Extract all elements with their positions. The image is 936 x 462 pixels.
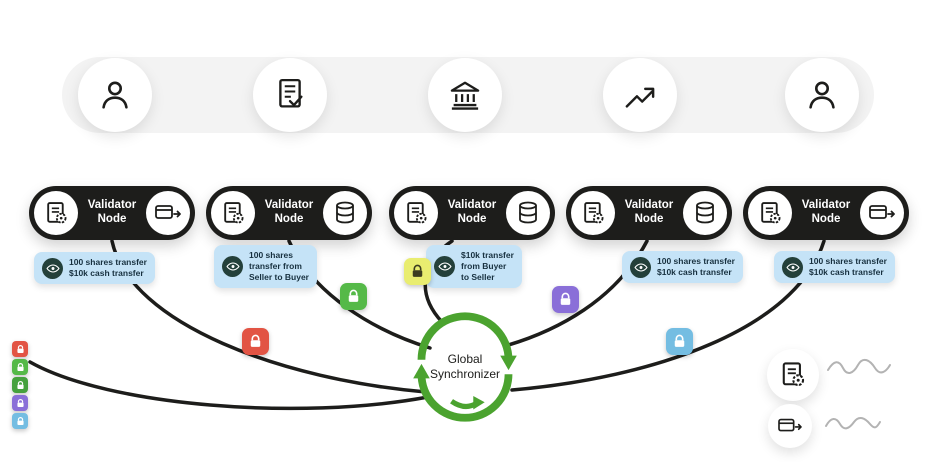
contract-icon	[279, 78, 303, 108]
tooltip-text: 100 shares transfer $10k cash transfer	[69, 257, 147, 279]
tooltip-text: 100 shares transfer $10k cash transfer	[809, 256, 887, 278]
participant-circle	[253, 58, 327, 132]
tooltip-text: 100 shares transfer $10k cash transfer	[657, 256, 735, 278]
ledger-doc-gear-icon	[571, 191, 615, 235]
encryption-lock-red-icon	[242, 328, 269, 355]
legend-wallet-circle	[768, 404, 812, 448]
ledger-doc-gear-icon	[782, 362, 805, 387]
payment-card-icon	[860, 191, 904, 235]
privacy-eye-icon	[630, 256, 651, 278]
database-icon	[323, 191, 367, 235]
tooltip-text: 100 shares transfer from Seller to Buyer	[249, 250, 309, 283]
validator-node-1: Validator Node	[29, 186, 195, 240]
legend-lock-green2-icon	[12, 377, 28, 393]
person-icon	[809, 81, 835, 109]
sync-arrows-icon	[413, 312, 517, 422]
encryption-lock-yellow-icon	[404, 258, 431, 285]
tooltip-text: $10k transfer from Buyer to Seller	[461, 250, 514, 283]
validator-node-3: Validator Node	[389, 186, 555, 240]
encryption-lock-blue-icon	[666, 328, 693, 355]
validator-node-label: Validator Node	[801, 199, 851, 225]
validator-node-label: Validator Node	[624, 199, 674, 225]
validator-node-5: Validator Node	[743, 186, 909, 240]
validator-node-4: Validator Node	[566, 186, 732, 240]
privacy-eye-icon	[434, 256, 455, 278]
encryption-lock-purple-icon	[552, 286, 579, 313]
validator-node-label: Validator Node	[87, 199, 137, 225]
privacy-tooltip-2: 100 shares transfer from Seller to Buyer	[214, 245, 317, 289]
privacy-eye-icon	[222, 256, 243, 278]
legend-lock-blue-icon	[12, 413, 28, 429]
validator-node-label: Validator Node	[447, 199, 497, 225]
growth-chart-icon	[625, 87, 655, 108]
ledger-doc-gear-icon	[34, 191, 78, 235]
privacy-eye-icon	[782, 256, 803, 278]
privacy-tooltip-3: $10k transfer from Buyer to Seller	[426, 245, 522, 289]
global-synchronizer-label: Global Synchronizer	[429, 352, 501, 381]
privacy-tooltip-5: 100 shares transfer $10k cash transfer	[774, 251, 895, 284]
ledger-doc-gear-icon	[394, 191, 438, 235]
bank-icon	[450, 81, 480, 110]
privacy-tooltip-4: 100 shares transfer $10k cash transfer	[622, 251, 743, 284]
handwritten-note-scribble	[827, 358, 891, 374]
privacy-eye-icon	[42, 257, 63, 279]
database-icon	[506, 191, 550, 235]
payment-card-icon	[778, 418, 802, 432]
person-icon	[102, 81, 128, 109]
global-synchronizer: Global Synchronizer	[408, 310, 522, 424]
ledger-doc-gear-icon	[211, 191, 255, 235]
payment-card-icon	[146, 191, 190, 235]
participant-circle	[78, 58, 152, 132]
legend-lock-red-icon	[12, 341, 28, 357]
participant-circle	[428, 58, 502, 132]
handwritten-note-scribble	[825, 416, 881, 430]
database-icon	[683, 191, 727, 235]
legend-ledger-circle	[767, 349, 819, 401]
legend-lock-purple-icon	[12, 395, 28, 411]
legend-lock-green-icon	[12, 359, 28, 375]
privacy-tooltip-1: 100 shares transfer $10k cash transfer	[34, 252, 155, 285]
participant-circle	[603, 58, 677, 132]
participant-circle	[785, 58, 859, 132]
validator-node-2: Validator Node	[206, 186, 372, 240]
encryption-lock-green-icon	[340, 283, 367, 310]
ledger-doc-gear-icon	[748, 191, 792, 235]
validator-node-label: Validator Node	[264, 199, 314, 225]
